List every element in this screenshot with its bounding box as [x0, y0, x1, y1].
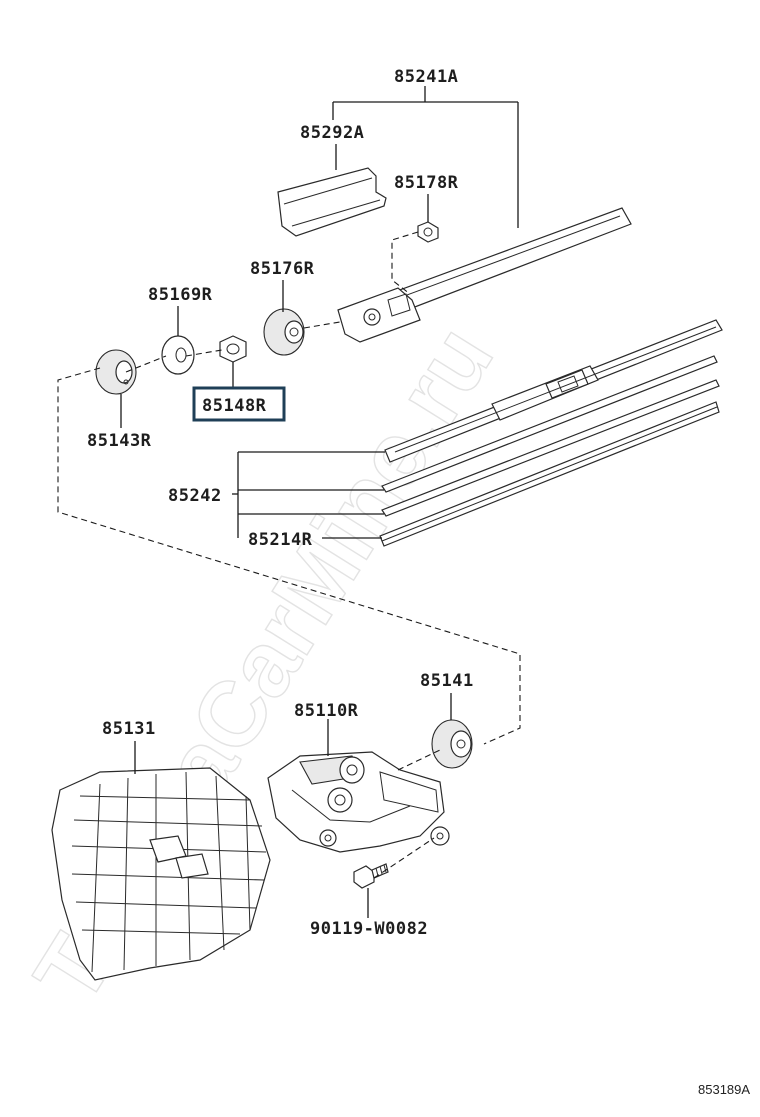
- motor-cover[interactable]: [51, 767, 271, 981]
- bolt-90119[interactable]: [353, 863, 389, 889]
- label-85178R[interactable]: 85178R: [394, 173, 459, 193]
- blade-frame[interactable]: [381, 355, 720, 517]
- label-85292A[interactable]: 85292A: [300, 123, 364, 143]
- label-85110R[interactable]: 85110R: [294, 701, 359, 721]
- wiper-arm[interactable]: [337, 207, 632, 343]
- label-85242[interactable]: 85242: [168, 486, 222, 506]
- label-85141[interactable]: 85141: [420, 671, 474, 691]
- label-85148R[interactable]: 85148R: [202, 396, 267, 416]
- leader-lines: [120, 86, 519, 918]
- label-85143R[interactable]: 85143R: [87, 431, 152, 451]
- label-85214R[interactable]: 85214R: [248, 530, 313, 550]
- diagram-code: 853189A: [698, 1082, 750, 1097]
- label-85241A[interactable]: 85241A: [394, 67, 458, 87]
- blade-rubber[interactable]: [379, 401, 720, 547]
- nut-85148R[interactable]: [219, 335, 247, 363]
- label-85169R[interactable]: 85169R: [148, 285, 213, 305]
- grommet-85141[interactable]: [431, 719, 473, 769]
- dashed-guides: [57, 231, 521, 879]
- cap-85176R[interactable]: [263, 308, 305, 356]
- grommet-85143R[interactable]: [95, 349, 137, 395]
- label-90119-W0082[interactable]: 90119-W0082: [310, 919, 428, 939]
- label-85131[interactable]: 85131: [102, 719, 156, 739]
- wiper-blade[interactable]: [384, 319, 723, 463]
- wiper-motor[interactable]: [267, 751, 450, 853]
- highlight-frame: [192, 386, 286, 422]
- arm-cover[interactable]: [277, 167, 387, 237]
- nut-85178R[interactable]: [417, 221, 439, 243]
- label-85176R[interactable]: 85176R: [250, 259, 315, 279]
